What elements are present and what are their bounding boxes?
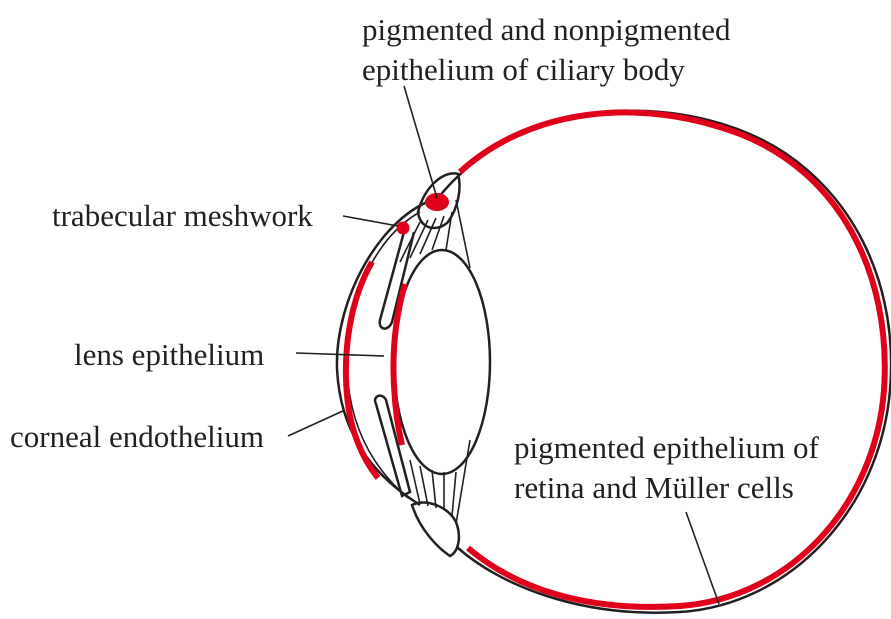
label-ciliary-line2: epithelium of ciliary body bbox=[362, 52, 685, 87]
retina-red-lining bbox=[460, 112, 885, 606]
leader-lens bbox=[296, 353, 384, 356]
lens bbox=[394, 250, 490, 474]
iris-lower bbox=[375, 396, 410, 496]
label-corneal-endothelium: corneal endothelium bbox=[10, 419, 264, 454]
trabecular-meshwork-dot bbox=[397, 222, 410, 235]
cornea-outline bbox=[337, 198, 438, 505]
label-lens-epithelium: lens epithelium bbox=[74, 337, 264, 372]
label-retina-line1: pigmented epithelium of bbox=[514, 430, 819, 465]
zonular-fibers-lower bbox=[410, 440, 470, 524]
leader-corneal bbox=[288, 410, 345, 436]
label-retina-line2: retina and Müller cells bbox=[514, 470, 794, 505]
leader-retina bbox=[686, 512, 719, 604]
label-ciliary-line1: pigmented and nonpigmented bbox=[362, 12, 731, 47]
label-trabecular: trabecular meshwork bbox=[52, 198, 313, 233]
leader-trabecular bbox=[343, 216, 398, 226]
leader-ciliary bbox=[404, 86, 437, 198]
